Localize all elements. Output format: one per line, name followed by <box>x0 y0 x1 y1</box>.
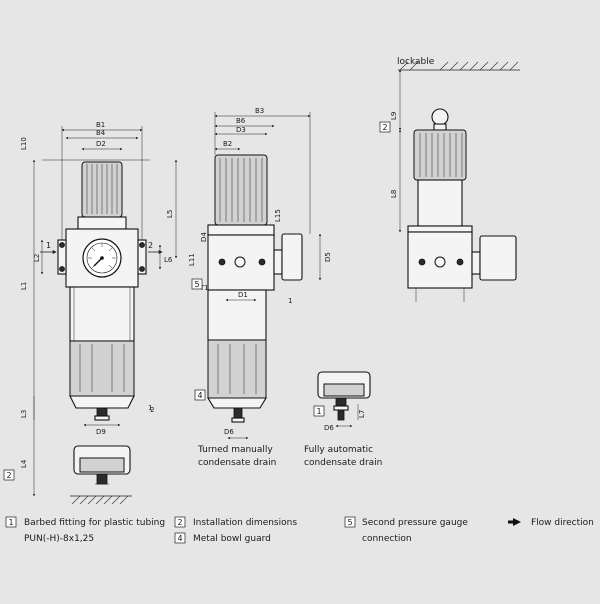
dim-L15: L15 <box>274 209 282 222</box>
port-1-label: 1 <box>46 241 51 250</box>
dim-L5: L5 <box>166 210 174 218</box>
dim-L1: L1 <box>20 282 28 290</box>
legend-text-5a: Second pressure gauge <box>362 518 468 528</box>
callout-2: 2 <box>7 471 12 480</box>
dim-B6: B6 <box>236 117 246 125</box>
legend-num-5: 5 <box>348 518 353 527</box>
lockable-knob <box>413 129 467 181</box>
callout-2-lock: 2 <box>383 123 388 132</box>
dim-D4: D4 <box>200 232 208 242</box>
caption-auto-line-1: Fully automatic <box>304 445 373 455</box>
filter-bowl <box>69 340 135 397</box>
dim-D5: D5 <box>324 252 332 262</box>
dim-L10: L10 <box>20 137 28 150</box>
callout-4: 4 <box>198 391 203 400</box>
front-view: 1 2 B1 B4 D2 L1 L10 L2 L3 L4 L5 L6 D9 1 … <box>3 121 178 505</box>
dim-D2: D2 <box>96 140 106 148</box>
dim-B3: B3 <box>255 107 264 115</box>
legend-text-5b: connection <box>362 534 412 544</box>
dim-B4: B4 <box>96 129 106 137</box>
flow-arrow-icon <box>508 518 521 526</box>
ref-2-label: 2 <box>150 406 154 414</box>
dim-L9: L9 <box>390 112 398 120</box>
lockable-label: lockable <box>397 57 435 67</box>
legend-text-2: Installation dimensions <box>193 518 297 528</box>
side-view: B3 B6 D3 B2 D5 D4 L11 L15 T1 D1 1 D6 5 4… <box>188 107 332 468</box>
caption-manual-line-1: Turned manually <box>197 445 273 455</box>
dim-B1: B1 <box>96 121 105 129</box>
ref-1-label: 1 <box>148 404 152 412</box>
lockable-gauge-icon <box>479 235 517 281</box>
second-gauge-icon <box>281 233 303 281</box>
dim-L3: L3 <box>20 410 28 418</box>
side-bowl <box>207 339 267 399</box>
legend-text-4: Metal bowl guard <box>193 534 271 544</box>
legend-text-1b: PUN(-H)-8x1,25 <box>24 534 94 544</box>
legend-num-1: 1 <box>9 518 14 527</box>
dim-L2: L2 <box>33 254 41 262</box>
legend: 1 Barbed fitting for plastic tubing PUN(… <box>5 516 594 544</box>
caption-auto-line-2: condensate drain <box>304 458 382 468</box>
side-knob <box>214 154 268 226</box>
side-ref-1: 1 <box>288 297 292 305</box>
legend-num-4: 4 <box>178 534 183 543</box>
callout-1: 1 <box>317 407 322 416</box>
dim-D6-auto: D6 <box>324 424 334 432</box>
dim-L11: L11 <box>188 253 196 266</box>
padlock-icon <box>431 108 449 126</box>
dim-L4: L4 <box>20 459 28 468</box>
dim-D6: D6 <box>224 428 234 436</box>
dim-D3: D3 <box>236 126 246 134</box>
dim-T1: T1 <box>199 284 209 292</box>
dim-B2: B2 <box>223 140 232 148</box>
dim-D1: D1 <box>238 291 248 299</box>
port-2-label: 2 <box>148 241 153 250</box>
callout-5: 5 <box>195 280 200 289</box>
dim-L7: L7 <box>358 410 366 418</box>
dim-L8: L8 <box>390 190 398 198</box>
lockable-view: lockable L9 L8 <box>304 57 520 468</box>
legend-num-2: 2 <box>178 518 183 527</box>
legend-text-1a: Barbed fitting for plastic tubing <box>24 518 165 528</box>
dim-D9: D9 <box>96 428 106 436</box>
legend-text-flow: Flow direction <box>531 518 594 528</box>
dim-L6: L6 <box>164 256 173 264</box>
caption-manual-line-2: condensate drain <box>198 458 276 468</box>
